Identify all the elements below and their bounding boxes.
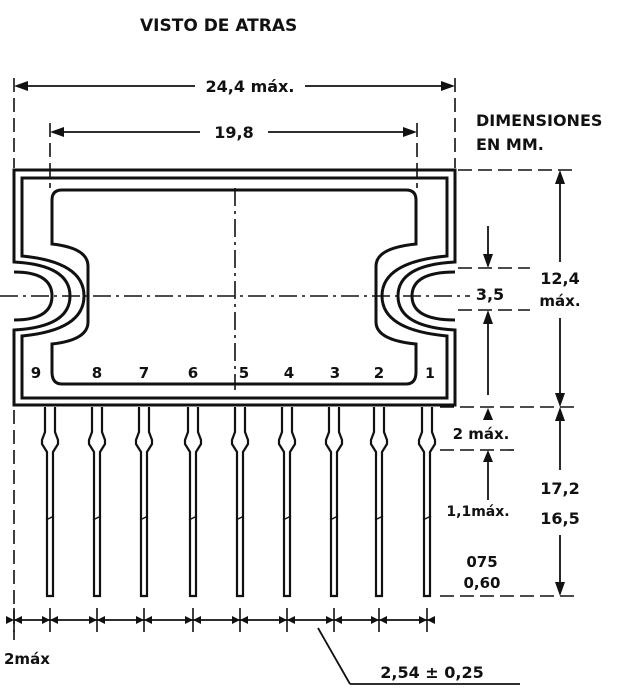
pin-number-2: 2 (374, 364, 384, 382)
pitch-arrow (279, 616, 287, 624)
pitch-ticks (6, 608, 435, 632)
pin-break-line (329, 515, 339, 521)
arrow (555, 393, 565, 407)
arrow (483, 254, 493, 268)
pitch-arrow (427, 616, 435, 624)
pitch-arrow (6, 616, 14, 624)
dimension-lines (14, 81, 565, 685)
pin-break-line (422, 515, 432, 521)
title: VISTO DE ATRAS (140, 16, 297, 36)
body-width-label: 19,8 (214, 123, 253, 142)
pin-number-1: 1 (425, 366, 435, 382)
pin-break-line (92, 515, 102, 521)
extension-lines (13, 78, 578, 640)
pitch-arrow (14, 616, 22, 624)
pin-6 (183, 407, 203, 598)
pin-length-min-label: 16,5 (540, 509, 579, 528)
arrow (555, 582, 565, 596)
units-note-line2: EN MM. (476, 135, 544, 154)
pin-1 (417, 407, 437, 598)
arrow (483, 450, 493, 462)
body-height-label-max: máx. (539, 292, 580, 310)
pin-number-8: 8 (92, 364, 102, 382)
arrow (441, 81, 455, 91)
pin-5 (230, 407, 250, 598)
pin-number-7: 7 (139, 364, 149, 382)
pitch-arrow (232, 616, 240, 624)
pin-number-4: 4 (284, 364, 294, 382)
pitch-label: 2,54 ± 0,25 (380, 663, 484, 682)
pin-break-line (235, 515, 245, 521)
heatsink-window (50, 188, 418, 386)
pin-8 (87, 407, 107, 598)
pin-thickness-min-label: 0,60 (463, 574, 500, 592)
pitch-arrow (240, 616, 248, 624)
pin-thickness-max-label: 075 (466, 553, 497, 571)
pin-number-3: 3 (330, 364, 340, 382)
pitch-arrow (144, 616, 152, 624)
pitch-arrow (42, 616, 50, 624)
pitch-arrow (419, 616, 427, 624)
pitch-arrow (50, 616, 58, 624)
pin-break-line (374, 515, 384, 521)
arrow (483, 408, 493, 420)
arrow (555, 407, 565, 421)
overall-width-label: 24,4 máx. (206, 77, 295, 96)
pitch-arrow (97, 616, 105, 624)
pin-9 (40, 407, 60, 598)
pitch-arrow (89, 616, 97, 624)
pitch-arrow (193, 616, 201, 624)
arrow (50, 127, 64, 137)
pin-break-line (188, 515, 198, 521)
pin-number-9: 9 (31, 364, 41, 382)
left-mounting-hole (13, 270, 54, 322)
pin-2 (369, 407, 389, 598)
pin-4 (277, 407, 297, 598)
arrow (483, 310, 493, 324)
pin-width-label: 1,1máx. (446, 504, 509, 520)
pin-break-line (282, 515, 292, 521)
pins (40, 407, 437, 598)
pitch-arrow (334, 616, 342, 624)
pin-break-line (139, 515, 149, 521)
body-height-label-value: 12,4 (540, 269, 579, 288)
hole-height-label: 3,5 (476, 285, 504, 304)
edge-margin-label: 2máx (4, 650, 50, 668)
package-inner-outline (20, 176, 449, 400)
pin-number-labels: 9 8 7 6 5 4 3 2 1 (31, 364, 435, 382)
pin-number-6: 6 (188, 364, 198, 382)
pin-7 (134, 407, 154, 598)
pitch-arrow (185, 616, 193, 624)
pitch-arrow (379, 616, 387, 624)
pitch-arrow (287, 616, 295, 624)
arrow (403, 127, 417, 137)
pitch-arrow (136, 616, 144, 624)
arrow (14, 81, 28, 91)
arrow (555, 170, 565, 184)
pin-length-max-label: 17,2 (540, 479, 579, 498)
leader-pitch (317, 627, 351, 685)
pin-3 (324, 407, 344, 598)
pin-number-5: 5 (239, 364, 249, 382)
pin-break-line (45, 515, 55, 521)
units-note-line1: DIMENSIONES (476, 111, 602, 130)
shoulder-label: 2 máx. (453, 425, 510, 443)
pitch-arrow (326, 616, 334, 624)
pitch-arrow (371, 616, 379, 624)
package-outline (12, 168, 457, 407)
